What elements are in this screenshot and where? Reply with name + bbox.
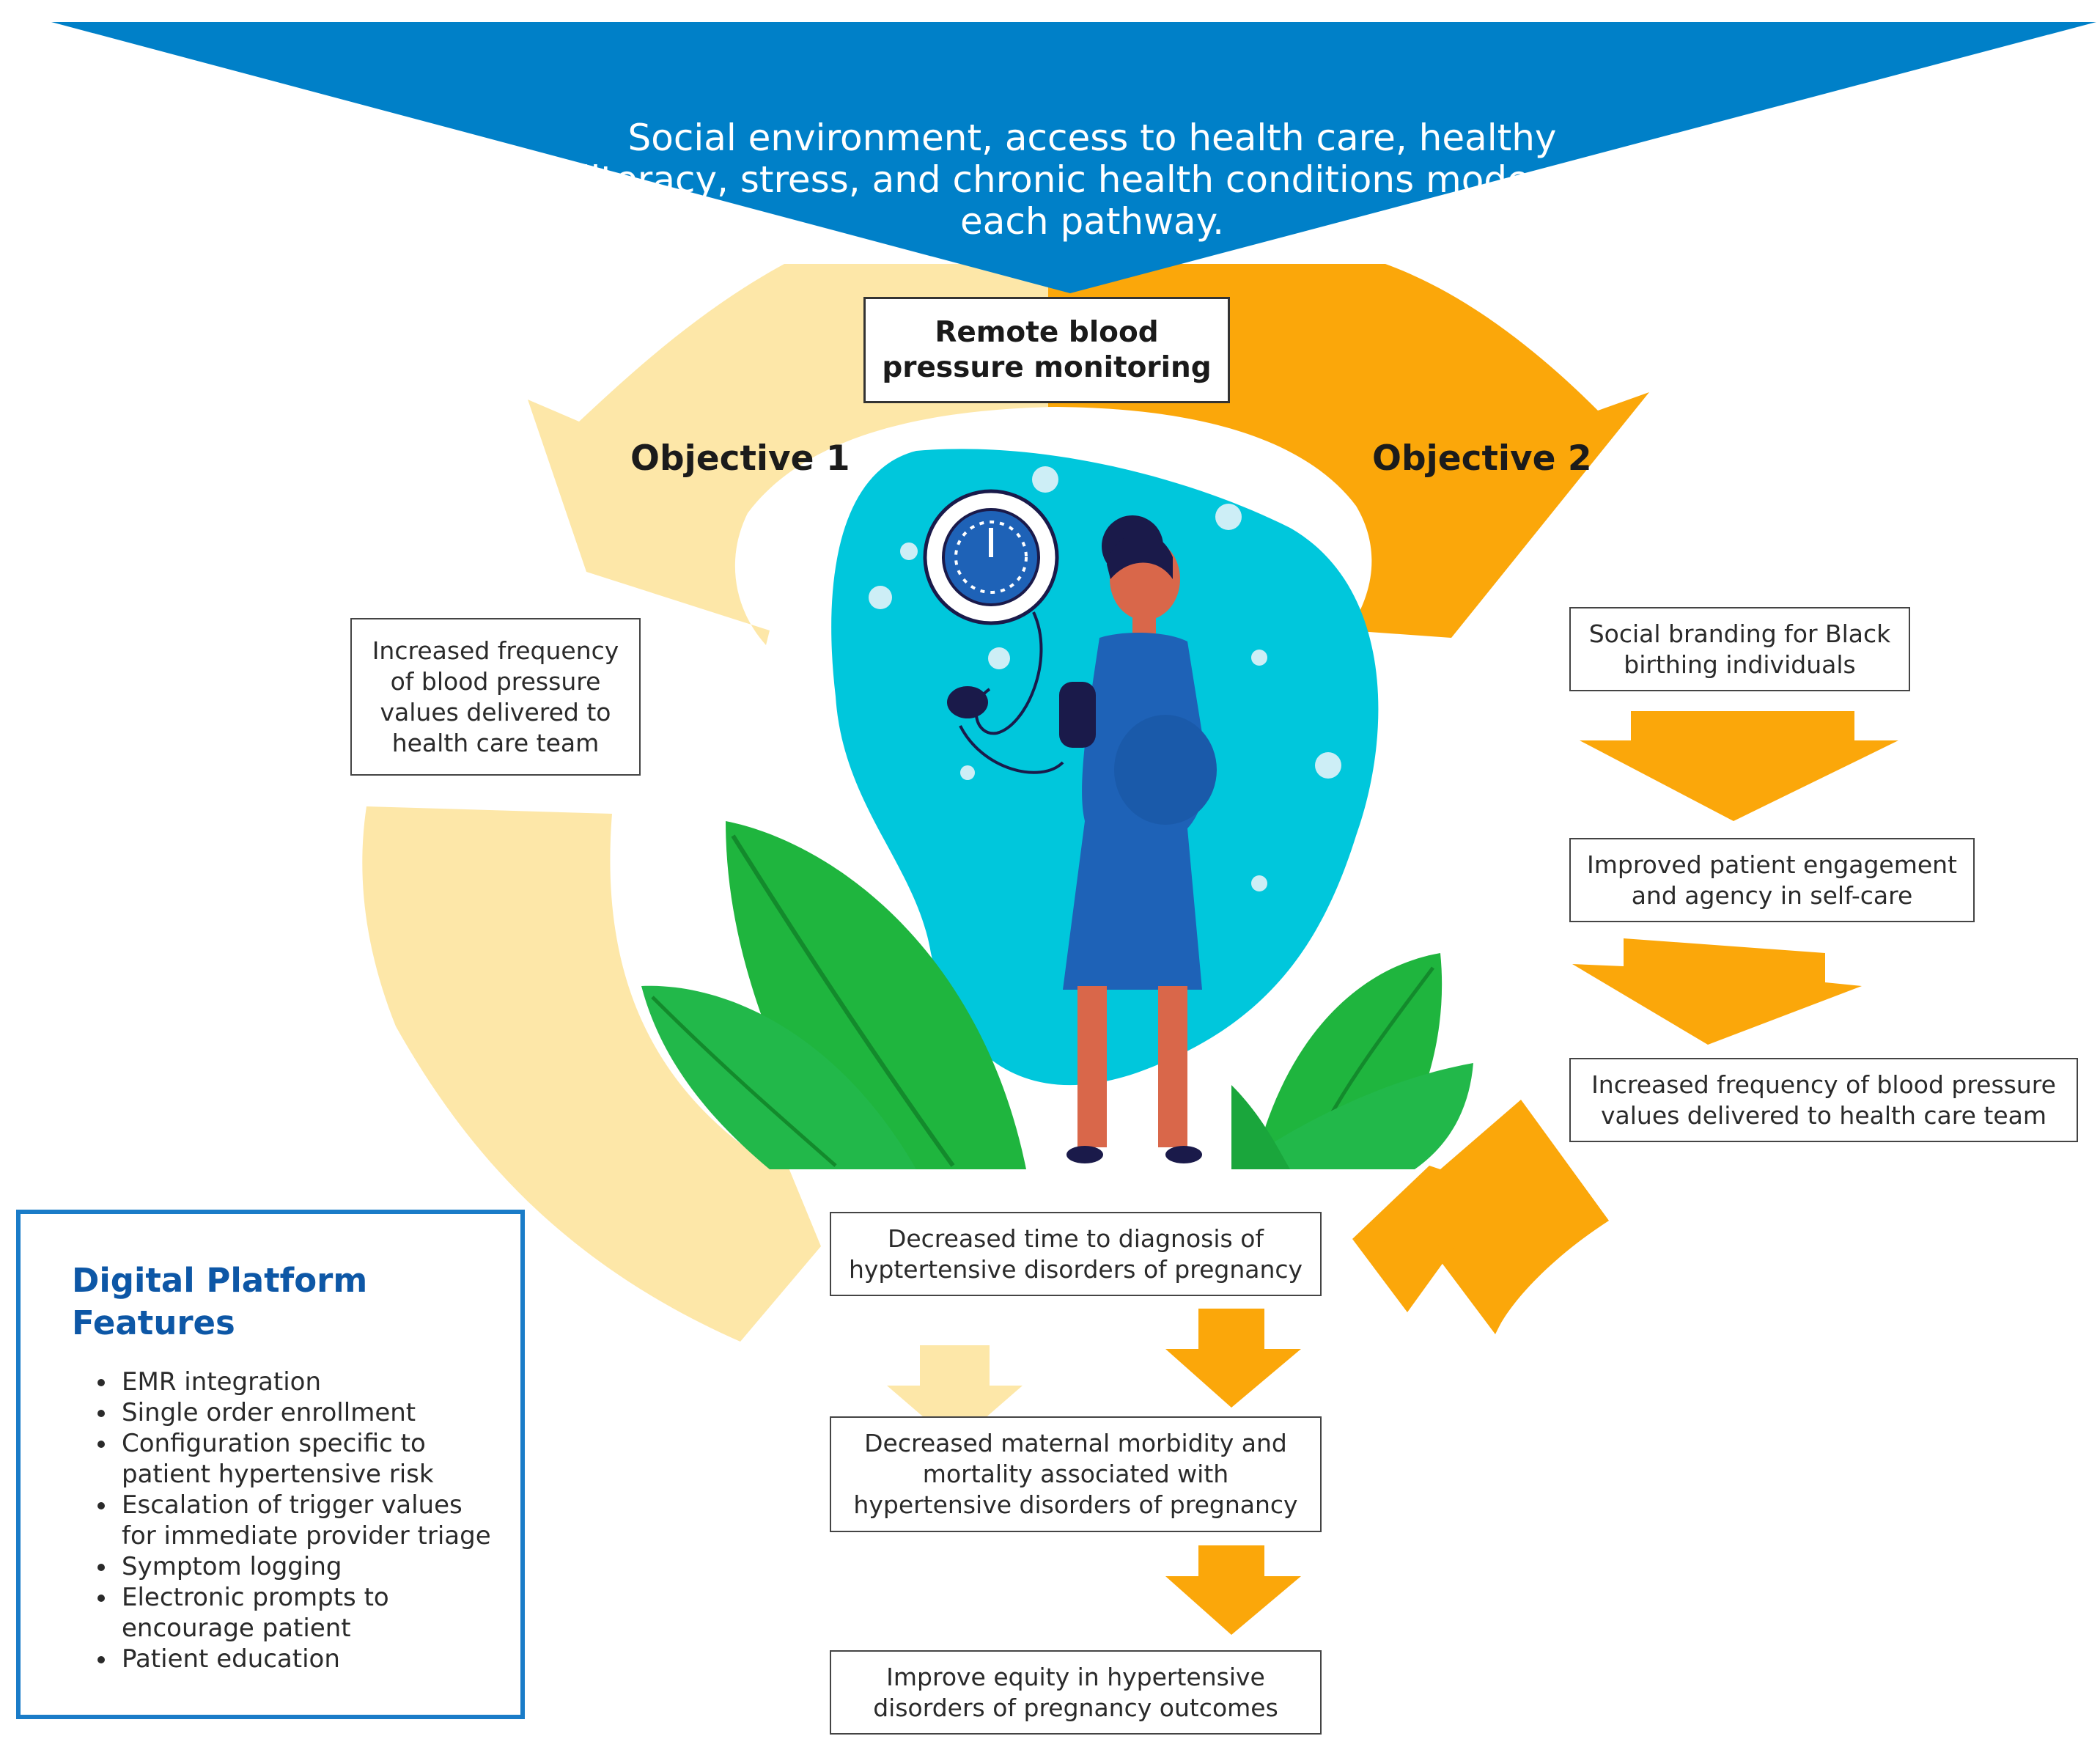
- down-arrow-yellow: [887, 1345, 1023, 1444]
- bubble: [1032, 466, 1058, 493]
- bubble: [1251, 875, 1267, 891]
- bubble: [988, 647, 1010, 669]
- features-panel: Digital Platform Features EMR integratio…: [16, 1210, 525, 1719]
- feature-item: Patient education: [117, 1644, 498, 1674]
- banner-triangle: [51, 22, 2096, 293]
- down-arrow: [1580, 711, 1898, 821]
- objective-2-arrow-bottom: [1352, 1100, 1609, 1334]
- bubble: [1251, 650, 1267, 666]
- outcome-morbidity: Decreased maternal morbidity and mortali…: [830, 1416, 1322, 1532]
- down-arrow: [1572, 938, 1862, 1045]
- feature-item: Escalation of trigger values for immedia…: [117, 1490, 498, 1551]
- center-title: Remote blood pressure monitoring: [863, 297, 1230, 403]
- outcome-diagnosis: Decreased time to diagnosis of hypterten…: [830, 1212, 1322, 1296]
- bubble: [900, 543, 918, 560]
- blood-pressure-gauge-icon: [923, 489, 1064, 774]
- pregnant-woman-illustration: [1059, 515, 1217, 1163]
- feature-item: EMR integration: [117, 1367, 498, 1397]
- outcome-morbidity-text: Decreased maternal morbidity and mortali…: [853, 1429, 1298, 1519]
- outcome-equity-text: Improve equity in hypertensive disorders…: [873, 1662, 1278, 1722]
- objective-1-box: Increased frequency of blood pressure va…: [350, 618, 641, 776]
- objective-1-arrow-bottom: [362, 806, 821, 1342]
- bubble: [869, 586, 892, 609]
- outcome-diagnosis-text: Decreased time to diagnosis of hypterten…: [848, 1224, 1303, 1284]
- leaf: [1231, 1063, 1473, 1169]
- objective-2-label: Objective 2: [1372, 438, 1592, 479]
- objective-2-step-1-text: Social branding for Black birthing indiv…: [1588, 619, 1891, 679]
- banner-text: Social environment, access to health car…: [580, 117, 1605, 243]
- feature-item: Single order enrollment: [117, 1397, 498, 1428]
- bubble: [960, 765, 975, 780]
- objective-2-step-1: Social branding for Black birthing indiv…: [1569, 607, 1910, 691]
- bubble: [1315, 752, 1341, 779]
- objective-2-step-3-text: Increased frequency of blood pressure va…: [1591, 1070, 2056, 1130]
- objective-1-label: Objective 1: [630, 438, 850, 479]
- feature-item: Electronic prompts to encourage patient: [117, 1582, 498, 1644]
- objective-1-box-text: Increased frequency of blood pressure va…: [372, 636, 619, 757]
- objective-2-step-2: Improved patient engagement and agency i…: [1569, 838, 1975, 922]
- outcome-equity: Improve equity in hypertensive disorders…: [830, 1650, 1322, 1735]
- center-title-text: Remote blood pressure monitoring: [882, 315, 1212, 384]
- down-arrow-orange: [1165, 1309, 1301, 1408]
- features-title: Digital Platform Features: [72, 1261, 368, 1342]
- features-list: EMR integration Single order enrollment …: [72, 1367, 498, 1674]
- objective-2-step-3: Increased frequency of blood pressure va…: [1569, 1058, 2078, 1142]
- leaf: [641, 985, 916, 1169]
- down-arrow-orange: [1165, 1545, 1301, 1635]
- objective-2-step-2-text: Improved patient engagement and agency i…: [1587, 850, 1957, 910]
- bubble: [1215, 504, 1242, 530]
- feature-item: Configuration specific to patient hypert…: [117, 1428, 498, 1490]
- feature-item: Symptom logging: [117, 1551, 498, 1582]
